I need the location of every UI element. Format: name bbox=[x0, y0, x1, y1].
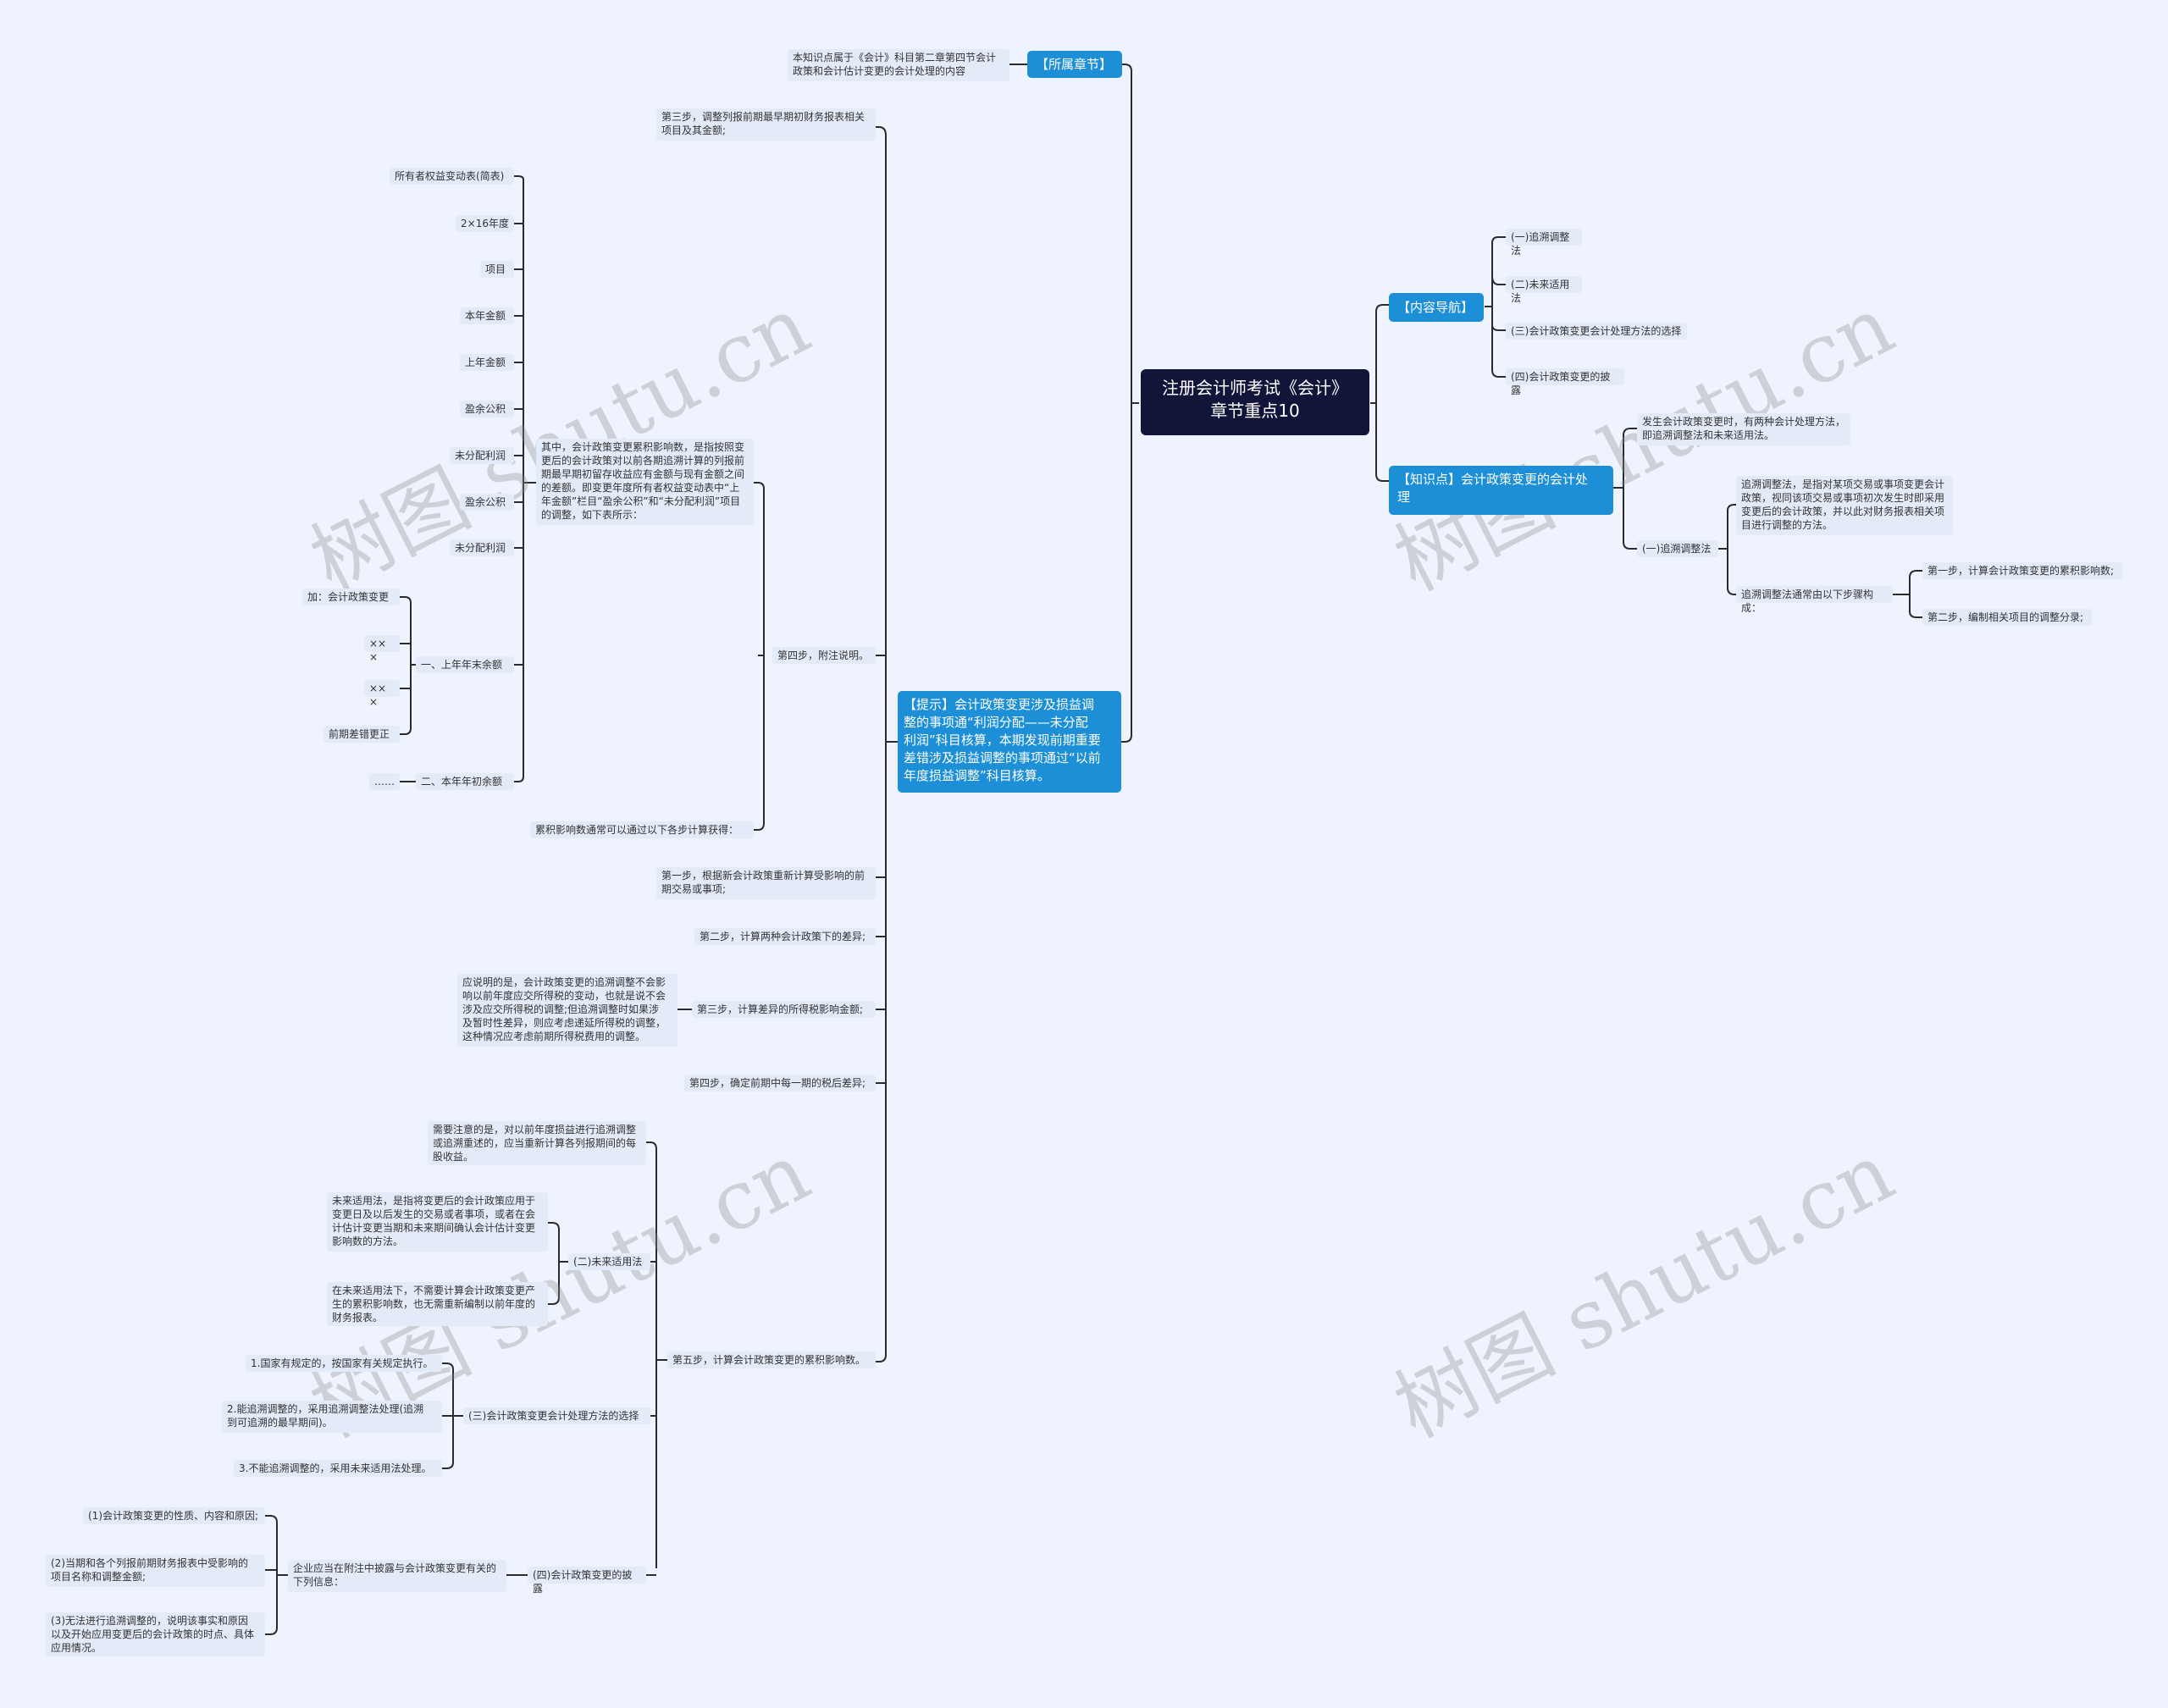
chapter-desc: 本知识点属于《会计》科目第二章第四节会计 政策和会计估计变更的会计处理的内容 bbox=[788, 49, 1009, 81]
nav-item-3: (三)会计政策变更会计处理方法的选择 bbox=[1506, 323, 1687, 340]
tip-node[interactable]: 【提示】会计政策变更涉及损益调 整的事项通“利润分配——未分配 利润”科目核算，… bbox=[898, 691, 1121, 793]
disclosure-item-1: (1)会计政策变更的性质、内容和原因; bbox=[83, 1507, 265, 1524]
table-title: 所有者权益变动表(简表) bbox=[390, 168, 514, 185]
retrospective-step-2: 第二步，编制相关项目的调整分录; bbox=[1922, 609, 2092, 626]
disclosure: (四)会计政策变更的披露 bbox=[528, 1567, 646, 1595]
nav-item-2: (二)未来适用法 bbox=[1506, 276, 1582, 304]
step3-adjust: 第三步，调整列报前期最早期初财务报表相关 项目及其金额; bbox=[656, 108, 876, 141]
table-xxx: ××× bbox=[364, 635, 400, 663]
step4-note: 第四步，附注说明。 bbox=[772, 647, 876, 664]
table-surplus-reserve: 盈余公积 bbox=[460, 401, 514, 417]
calc-step-2: 第二步，计算两种会计政策下的差异; bbox=[694, 928, 876, 945]
future-method: (二)未来适用法 bbox=[568, 1253, 650, 1270]
future-definition: 未来适用法，是指将变更后的会计政策应用于 变更日及以后发生的交易或者事项，或者在… bbox=[327, 1192, 548, 1252]
eps-note: 需要注意的是，对以前年度损益进行追溯调整 或追溯重述的，应当重新计算各列报期间的… bbox=[428, 1121, 646, 1165]
nav-item-4: (四)会计政策变更的披露 bbox=[1506, 368, 1624, 396]
table-row-prior-year-end: 一、上年年末余额 bbox=[416, 656, 514, 673]
table-policy-change: 加：会计政策变更 bbox=[302, 589, 400, 605]
root-node[interactable]: 注册会计师考试《会计》 章节重点10 bbox=[1141, 369, 1369, 435]
method-choice: (三)会计政策变更会计处理方法的选择 bbox=[463, 1407, 650, 1424]
choice-item-1: 1.国家有规定的，按国家有关规定执行。 bbox=[246, 1355, 442, 1372]
table-surplus-reserve: 盈余公积 bbox=[460, 494, 514, 511]
retrospective-definition: 追溯调整法，是指对某项交易或事项变更会计 政策，视同该项交易或事项初次发生时即采… bbox=[1736, 476, 1953, 535]
table-year: 2×16年度 bbox=[456, 215, 514, 232]
choice-item-2: 2.能追溯调整的，采用追溯调整法处理(追溯 到可追溯的最早期间)。 bbox=[222, 1401, 442, 1433]
disclosure-item-3: (3)无法进行追溯调整的，说明该事实和原因 以及开始应用变更后的会计政策的时点、… bbox=[46, 1612, 265, 1656]
retrospective-steps: 追溯调整法通常由以下步骤构成： bbox=[1736, 586, 1893, 614]
disclosure-intro: 企业应当在附注中披露与会计政策变更有关的 下列信息： bbox=[288, 1560, 506, 1592]
table-ellipsis: …… bbox=[369, 773, 400, 790]
chapter-node[interactable]: 【所属章节】 bbox=[1027, 51, 1122, 78]
cumulative-explain: 其中，会计政策变更累积影响数，是指按照变 更后的会计政策对以前各期追溯计算的列报… bbox=[536, 439, 754, 525]
table-undistributed-profit: 未分配利润 bbox=[450, 447, 514, 464]
retrospective-step-1: 第一步，计算会计政策变更的累积影响数; bbox=[1922, 562, 2122, 579]
nav-node[interactable]: 【内容导航】 bbox=[1389, 293, 1484, 322]
table-error-correction: 前期差错更正 bbox=[324, 726, 400, 743]
nav-item-1: (一)追溯调整法 bbox=[1506, 229, 1582, 257]
calc-step-5: 第五步，计算会计政策变更的累积影响数。 bbox=[667, 1351, 876, 1368]
table-xxx: ××× bbox=[364, 680, 400, 708]
future-note: 在未来适用法下，不需要计算会计政策变更产 生的累积影响数，也无需重新编制以前年度… bbox=[327, 1282, 548, 1326]
cumulative-steps-label: 累积影响数通常可以通过以下各步计算获得： bbox=[530, 821, 754, 838]
disclosure-item-2: (2)当期和各个列报前期财务报表中受影响的 项目名称和调整金额; bbox=[46, 1555, 265, 1587]
table-current-amount: 本年金额 bbox=[460, 307, 514, 324]
table-undistributed-profit: 未分配利润 bbox=[450, 539, 514, 556]
table-prior-amount: 上年金额 bbox=[460, 354, 514, 371]
choice-item-3: 3.不能追溯调整的，采用未来适用法处理。 bbox=[234, 1460, 442, 1477]
method-retrospective: (一)追溯调整法 bbox=[1637, 540, 1718, 557]
calc-step-3-note: 应说明的是，会计政策变更的追溯调整不会影 响以前年度应交所得税的变动，也就是说不… bbox=[457, 974, 678, 1047]
table-project: 项目 bbox=[480, 261, 514, 278]
calc-step-4: 第四步，确定前期中每一期的税后差异; bbox=[684, 1075, 876, 1092]
calc-step-3: 第三步，计算差异的所得税影响金额; bbox=[692, 1001, 876, 1018]
table-row-current-year-begin: 二、本年年初余额 bbox=[416, 773, 514, 790]
calc-step-1: 第一步，根据新会计政策重新计算受影响的前 期交易或事项; bbox=[656, 867, 876, 899]
knowledge-intro: 发生会计政策变更时，有两种会计处理方法， 即追溯调整法和未来适用法。 bbox=[1637, 413, 1850, 445]
knowledge-node[interactable]: 【知识点】会计政策变更的会计处 理 bbox=[1389, 466, 1613, 515]
